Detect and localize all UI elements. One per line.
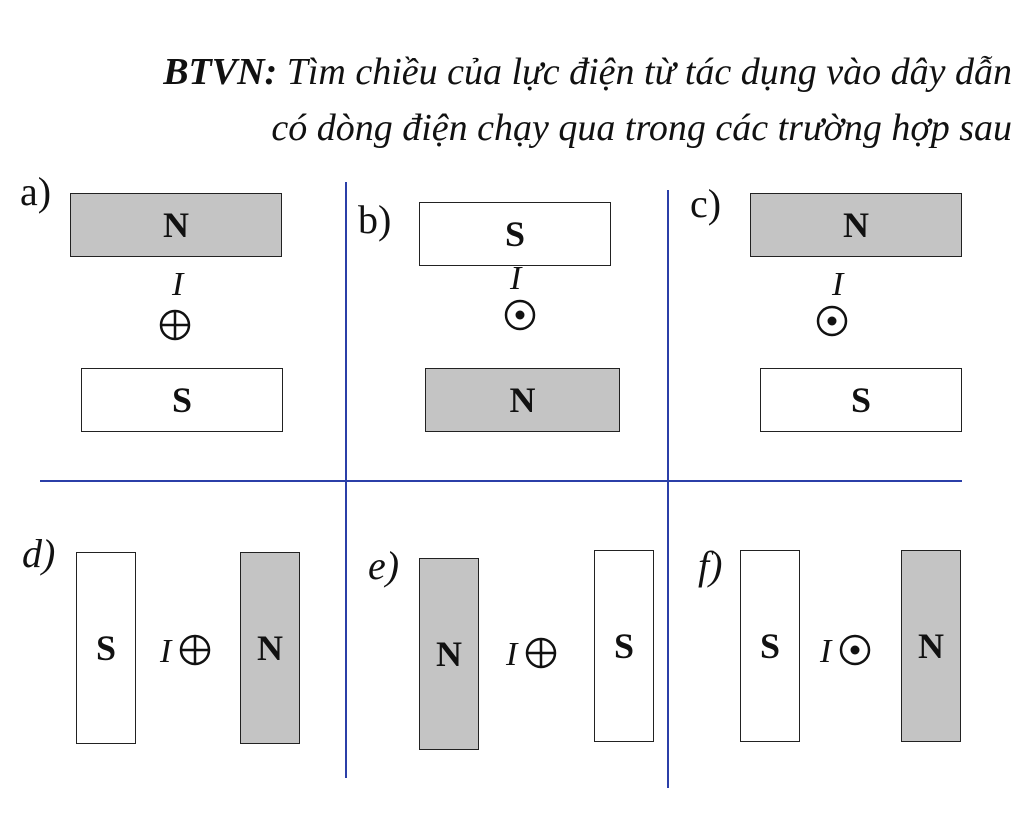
panel-a-label: a) <box>20 169 52 214</box>
into-page-icon <box>525 637 557 669</box>
title-prefix: BTVN: <box>163 51 278 93</box>
panel-c-current-label: I <box>832 266 844 303</box>
panel-f-left-magnet: S <box>740 550 800 742</box>
panel-b-label: b) <box>358 197 392 242</box>
panel-e-current-label: I <box>506 636 518 673</box>
out-of-page-icon <box>504 299 536 331</box>
panel-d-right-magnet: N <box>240 552 300 744</box>
panel-d-current-label: I <box>160 633 172 670</box>
horizontal-divider <box>40 480 962 482</box>
panel-f-right-magnet: N <box>901 550 961 742</box>
panel-b-top-magnet: S <box>419 202 611 266</box>
panel-c-label: c) <box>690 181 722 226</box>
title-line-2: có dòng điện chạy qua trong các trường h… <box>271 107 1012 149</box>
panel-a-current-label: I <box>172 266 184 303</box>
title-text-1: Tìm chiều của lực điện từ tác dụng vào d… <box>286 51 1012 93</box>
panel-b-current-label: I <box>510 260 522 297</box>
panel-f-label: f) <box>698 543 723 588</box>
into-page-icon <box>179 634 211 666</box>
panel-d-label: d) <box>22 531 56 576</box>
panel-e-label: e) <box>368 543 400 588</box>
panel-a-bottom-magnet: S <box>81 368 283 432</box>
title-line-1: BTVN: Tìm chiều của lực điện từ tác dụng… <box>163 50 1012 94</box>
vertical-divider-right <box>667 190 669 788</box>
panel-f-current-label: I <box>820 633 832 670</box>
panel-e-right-magnet: S <box>594 550 654 742</box>
panel-a-top-magnet: N <box>70 193 282 257</box>
panel-c-bottom-magnet: S <box>760 368 962 432</box>
panel-e-left-magnet: N <box>419 558 479 750</box>
out-of-page-icon <box>816 305 848 337</box>
out-of-page-icon <box>839 634 871 666</box>
into-page-icon <box>159 309 191 341</box>
panel-c-top-magnet: N <box>750 193 962 257</box>
panel-b-bottom-magnet: N <box>425 368 620 432</box>
panel-d-left-magnet: S <box>76 552 136 744</box>
